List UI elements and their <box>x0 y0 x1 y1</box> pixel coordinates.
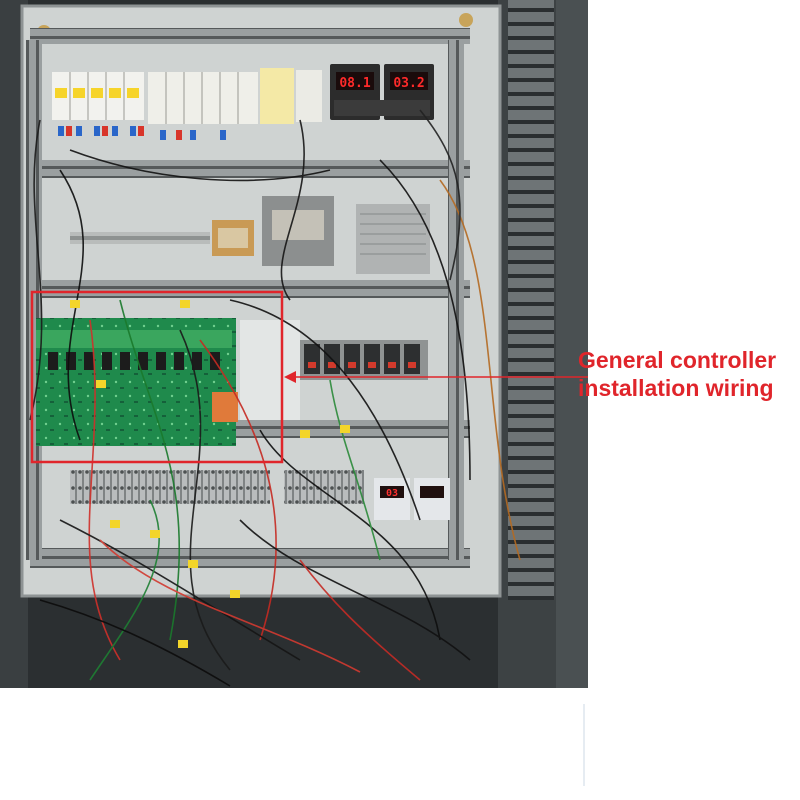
digital-meter-top: 08.1 03.2 <box>330 64 434 120</box>
svg-text:03.2: 03.2 <box>393 76 424 91</box>
digital-meter-bottom: 03 <box>374 478 450 520</box>
callout-label: General controller installation wiring <box>578 346 800 402</box>
controller-highlight-box <box>30 290 284 464</box>
control-cabinet-photo: 08.1 03.2 <box>0 0 588 688</box>
svg-text:08.1: 08.1 <box>339 76 370 91</box>
svg-text:03: 03 <box>386 488 398 499</box>
callout-line-1: General controller <box>578 347 777 373</box>
divider-line <box>583 704 585 786</box>
callout-line-2: installation wiring <box>578 375 774 401</box>
